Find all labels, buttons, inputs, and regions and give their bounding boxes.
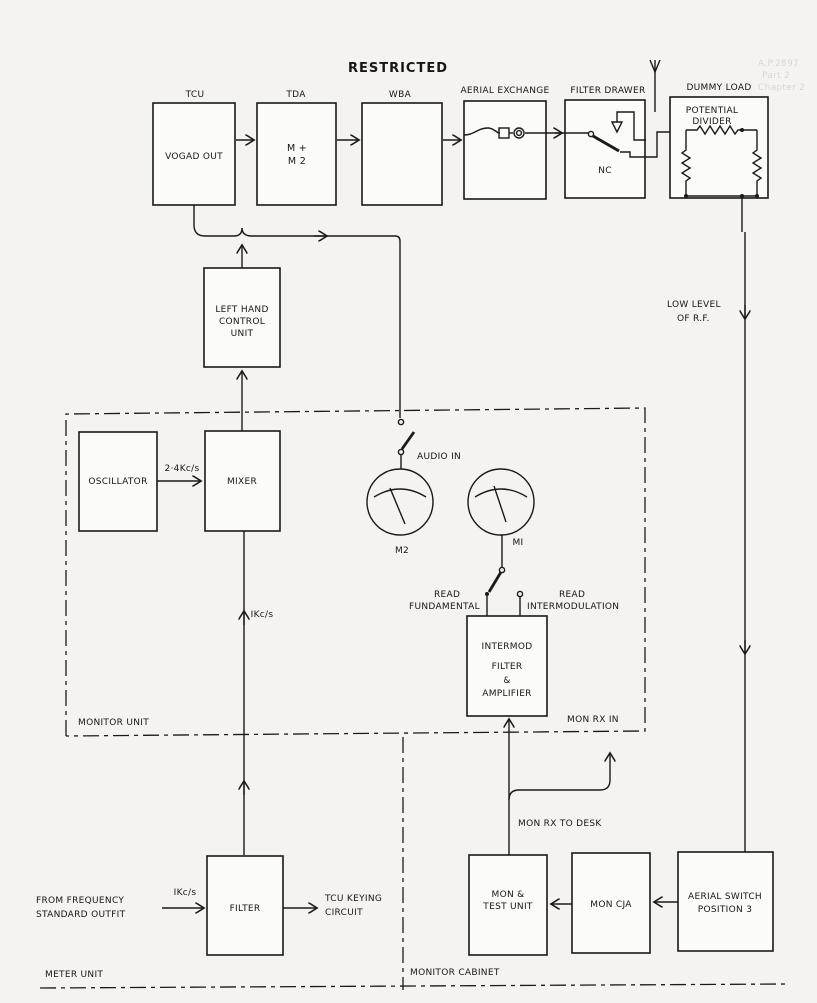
read-intermod-2: INTERMODULATION	[527, 602, 619, 612]
freq-1kc-mid-label: IKc/s	[251, 610, 274, 620]
from-frequency-label-2: STANDARD OUTFIT	[36, 910, 126, 920]
read-intermod-1: READ	[559, 590, 585, 600]
intermod-label-1: INTERMOD	[481, 642, 532, 652]
read-switch-icon	[485, 535, 524, 616]
intermod-label-4: AMPLIFIER	[482, 689, 532, 699]
tcu-title: TCU	[185, 90, 205, 100]
intermod-filter-amplifier-block	[466, 615, 548, 717]
dummy-load-label-1: POTENTIAL	[686, 106, 738, 116]
tda-label-2: M 2	[288, 156, 306, 167]
aerial-exchange-plug-icon	[463, 127, 525, 139]
filter-drawer-nc: NC	[598, 166, 612, 176]
dummy-load-label-2: DIVIDER	[692, 117, 731, 127]
wba-block	[361, 102, 443, 206]
m2-label: M2	[395, 546, 409, 556]
aerial-exchange-block	[463, 100, 547, 200]
monitor-unit-boundary	[65, 407, 646, 737]
faint-header-right-1: A.P.2897	[758, 59, 799, 69]
meter-unit-label: METER UNIT	[45, 970, 103, 980]
oscillator-label: OSCILLATOR	[88, 477, 147, 487]
mixer-label: MIXER	[227, 477, 257, 487]
monitor-unit-label: MONITOR UNIT	[78, 718, 149, 728]
freq-1kc-in-label: IKc/s	[174, 888, 197, 898]
oscillator-block	[78, 431, 158, 532]
faint-header: 1964 A.P.2897 Part 2 Chapter 2	[352, 59, 805, 93]
filter-label: FILTER	[230, 904, 261, 914]
freq-2-4-label: 2·4Kc/s	[165, 464, 200, 474]
mon-cja-block	[571, 852, 651, 954]
low-level-label-1: LOW LEVEL	[667, 300, 721, 310]
m1-label: MI	[512, 538, 523, 548]
tda-block	[256, 102, 337, 206]
tcu-keying-label-1: TCU KEYING	[324, 894, 382, 904]
aerial-switch-label-2: POSITION 3	[698, 905, 752, 915]
mon-test-unit-block	[468, 854, 548, 956]
tcu-label: VOGAD OUT	[165, 152, 223, 162]
bottom-boundary	[39, 983, 791, 989]
mon-test-label-1: MON &	[492, 890, 525, 900]
tcu-keying-label-2: CIRCUIT	[325, 908, 363, 918]
faint-header-right-2: Part 2	[762, 71, 790, 81]
mon-cja-label: MON CJA	[590, 900, 632, 910]
faint-header-left: 1964	[352, 62, 376, 72]
dummy-load-title: DUMMY LOAD	[686, 83, 751, 93]
from-frequency-label-1: FROM FREQUENCY	[36, 896, 124, 906]
lhcu-label-1: LEFT HAND	[215, 305, 268, 315]
read-fundamental-1: READ	[434, 590, 460, 600]
audio-in-label: AUDIO IN	[417, 452, 461, 462]
tda-label-1: M +	[287, 143, 307, 154]
aerial-exchange-title: AERIAL EXCHANGE	[460, 86, 549, 96]
lhcu-label-3: UNIT	[231, 329, 254, 339]
intermod-label-2: FILTER	[492, 662, 523, 672]
aerial-switch-label-1: AERIAL SWITCH	[688, 892, 762, 902]
m1-meter-icon	[467, 468, 535, 536]
lhcu-label-2: CONTROL	[219, 317, 265, 327]
aerial-switch-block	[677, 851, 774, 952]
low-level-label-2: OF R.F.	[677, 314, 710, 324]
mon-test-label-2: TEST UNIT	[482, 902, 533, 912]
classification-heading: RESTRICTED	[348, 61, 448, 76]
faint-header-right-3: Chapter 2	[758, 83, 805, 93]
monitor-cabinet-label: MONITOR CABINET	[410, 968, 500, 978]
read-fundamental-2: FUNDAMENTAL	[409, 602, 480, 612]
tda-title: TDA	[285, 90, 306, 100]
filter-drawer-title: FILTER DRAWER	[570, 86, 645, 96]
mon-rx-to-desk-label: MON RX TO DESK	[518, 819, 602, 829]
filter-drawer-block	[564, 99, 646, 199]
m2-meter-icon	[366, 468, 434, 536]
intermod-label-3: &	[503, 676, 510, 686]
audio-in-switch-icon	[397, 418, 416, 469]
filter-block	[206, 855, 284, 956]
wba-title: WBA	[389, 90, 412, 100]
filter-drawer-switch-icon	[587, 111, 646, 153]
antenna-icon	[649, 59, 661, 112]
potential-divider-resistors-icon	[680, 124, 763, 198]
mon-rx-in-label: MON RX IN	[567, 715, 619, 725]
